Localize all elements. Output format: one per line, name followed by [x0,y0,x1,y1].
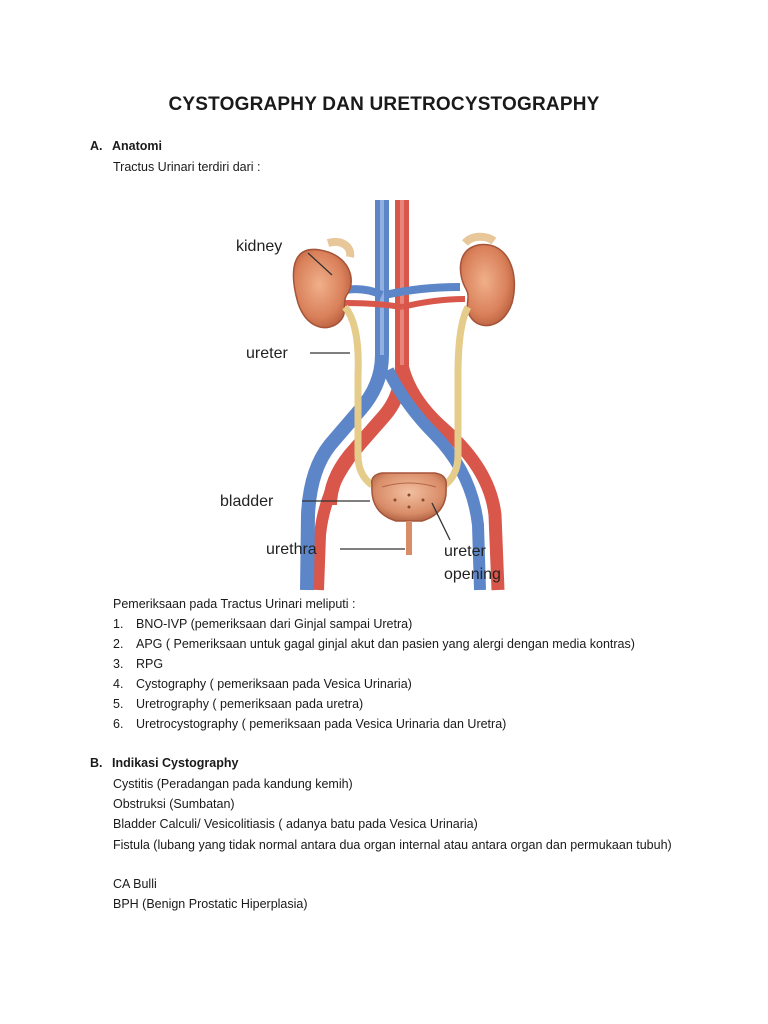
label-ureter-opening-1: ureter [444,543,486,560]
list-item: 6.Uretrocystography ( pemeriksaan pada V… [113,717,507,731]
label-kidney: kidney [236,238,282,255]
right-renal-artery [401,296,466,310]
bladder [370,472,448,522]
page-title: CYSTOGRAPHY DAN URETROCYSTOGRAPHY [168,94,600,115]
right-ureter [439,305,472,490]
section-b-title: Indikasi Cystography [112,756,239,770]
indication-line: Obstruksi (Sumbatan) [113,797,235,811]
indication-fistula: Fistula (lubang yang tidak normal antara… [113,838,672,852]
indication-line: CA Bulli [113,877,157,891]
indication-line: BPH (Benign Prostatic Hiperplasia) [113,897,308,911]
left-ureter [342,304,375,488]
label-ureter: ureter [246,345,288,362]
left-kidney [292,238,355,329]
label-urethra: urethra [266,541,317,558]
list-item: 2.APG ( Pemeriksaan untuk gagal ginjal a… [113,637,635,651]
right-kidney [459,232,516,327]
section-a-heading: A. Anatomi [90,139,162,153]
label-bladder: bladder [220,493,274,510]
exams-intro: Pemeriksaan pada Tractus Urinari meliput… [113,597,356,611]
section-a-intro: Tractus Urinari terdiri dari : [113,160,261,174]
indication-line: Cystitis (Peradangan pada kandung kemih) [113,777,353,791]
list-item: 3.RPG [113,657,164,671]
aorta [312,200,505,591]
kidney-leader [307,252,333,276]
section-a-title: Anatomi [112,139,162,153]
list-item: 5.Uretrography ( pemeriksaan pada uretra… [113,697,364,711]
left-renal-artery [344,300,403,310]
ureter-opening-leader [431,502,451,541]
vena-cava [300,200,486,591]
right-renal-vein [384,283,461,299]
list-item: 1.BNO-IVP (pemeriksaan dari Ginjal sampa… [113,617,413,631]
urinary-tract-diagram: kidney ureter bladder urethra ureter ope… [210,195,540,595]
indication-line: Bladder Calculi/ Vesicolitiasis ( adanya… [113,817,478,831]
section-b-marker: B. [90,756,103,770]
section-a-marker: A. [90,139,103,153]
list-item: 4.Cystography ( pemeriksaan pada Vesica … [113,677,412,691]
section-b-heading: B. Indikasi Cystography [90,756,238,770]
label-ureter-opening-2: opening [444,566,501,583]
